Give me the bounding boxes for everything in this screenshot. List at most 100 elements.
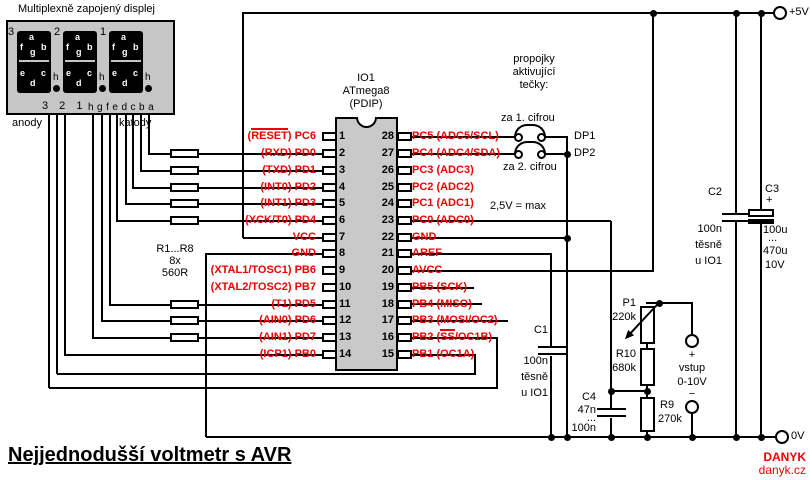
ic-pin-number-right: 18 [381, 298, 394, 310]
jumper2-label: za 2. cifrou [503, 161, 557, 173]
wire-segment [538, 353, 566, 355]
wire-segment [722, 213, 750, 215]
decimal-point-dot [53, 85, 60, 92]
ic-pin-label-right-20: AVCC [412, 264, 443, 276]
ic-pin-box-right-19 [397, 283, 412, 292]
wire-segment [56, 115, 58, 374]
trimmer-p1-name: P1 [622, 297, 636, 309]
ic-pin-box-right-20 [397, 266, 412, 275]
ic-pin-number-right: 15 [381, 348, 394, 360]
trimmer-p1-value: 220k [612, 311, 636, 323]
anode-label: anody [12, 117, 42, 129]
segment-label-d: d [122, 78, 128, 88]
segment-label-c: c [133, 68, 139, 78]
decimal-point-label: h [145, 72, 151, 83]
wire-segment [652, 12, 654, 272]
segment-label-b: b [87, 42, 93, 52]
ic-pin-label-right-16-over: SS [440, 329, 455, 343]
jumper-heading-2: aktivující [512, 66, 556, 78]
cap-c1-note-1: těsně [521, 371, 548, 383]
ic-pin-label-left-1-pre: ( [247, 130, 252, 142]
ic-pin-label-left-3: (TXD) PD1 [262, 164, 316, 176]
ic-pin-label-right-27: PC4 (ADC4/SDA) [412, 147, 501, 159]
jumper-heading-3: tečky: [519, 79, 549, 91]
ic-pin-label-right-24: PC1 (ADC1) [412, 197, 474, 209]
cap-c3-plate-positive [748, 209, 774, 217]
resistor-r4 [170, 199, 199, 208]
wire-segment [65, 354, 323, 356]
input-plus-sign: + [688, 349, 696, 361]
ic-pin-label-left-10: (XTAL2/TOSC2) PB7 [210, 281, 316, 293]
ic-pin-number-left: 5 [339, 197, 346, 209]
junction-dot [733, 434, 740, 441]
wire-segment [610, 418, 612, 437]
wire-segment [760, 12, 762, 210]
ic-pin-number-left: 1 [339, 130, 346, 142]
ic-pin-label-left-1-post: ) PC6 [287, 130, 316, 142]
junction-dot [644, 388, 651, 395]
wire-segment [116, 220, 170, 222]
cap-c4-name: C4 [581, 391, 596, 403]
wire-segment [410, 354, 476, 356]
ic-pin-number-right: 22 [381, 231, 394, 243]
junction-dot [758, 434, 765, 441]
ic-pin-box-left-1 [322, 132, 337, 141]
segment-label-b: b [41, 42, 47, 52]
wire-segment [566, 136, 568, 438]
seven-segment-digit [63, 31, 97, 93]
segment-label-d: d [76, 78, 82, 88]
input-minus-sign: − [688, 388, 696, 400]
ic-pin-label-right-18: PB4 (MISO) [412, 298, 472, 310]
ic-pin-label-right-16: PB2 (SS/OC1B) [412, 329, 572, 345]
junction-dot [608, 434, 615, 441]
page-title: Nejjednodušší voltmetr s AVR [8, 444, 292, 466]
ic-pin-number-left: 6 [339, 214, 346, 226]
ic-pin-number-left: 2 [339, 147, 346, 159]
junction-dot [656, 300, 663, 307]
wire-segment [410, 303, 482, 305]
ic-pin-number-right: 21 [381, 247, 394, 259]
ic-pin-label-left-9: (XTAL1/TOSC1) PB6 [210, 264, 316, 276]
wire-segment [109, 115, 111, 306]
ic-pin-box-left-6 [322, 216, 337, 225]
wire-segment [735, 222, 737, 437]
wire-segment [691, 414, 693, 437]
ic-pin-number-left: 9 [339, 264, 346, 276]
cap-c1-name: C1 [533, 324, 548, 336]
wire-segment [92, 337, 170, 339]
ic-pin-box-left-8 [322, 249, 337, 258]
cap-c3-name: C3 [765, 183, 780, 195]
resistor-r7 [170, 316, 199, 325]
ic-pin-box-left-11 [322, 300, 337, 309]
segment-label-f: f [20, 42, 23, 52]
cap-c4-value-min: 47n [577, 404, 596, 416]
display-digit-number: 3 [8, 26, 15, 38]
ic-pin-box-left-5 [322, 199, 337, 208]
ic-pin-number-left: 7 [339, 231, 346, 243]
wire-segment [410, 220, 611, 222]
wire-segment [597, 408, 626, 410]
wire-segment [538, 346, 566, 348]
cap-c1-value: 100n [523, 355, 548, 367]
cap-c2-value: 100n [697, 223, 722, 235]
ic-pin-box-right-17 [397, 316, 412, 325]
wire-segment [140, 170, 170, 172]
wire-segment [198, 220, 323, 222]
segment-label-c: c [87, 68, 93, 78]
wire-segment [206, 253, 323, 255]
ic-pin-number-left: 12 [339, 314, 352, 326]
dp2-label: DP2 [574, 147, 596, 159]
ic-pin-label-right-26: PC3 (ADC3) [412, 164, 474, 176]
segment-label-e: e [112, 68, 118, 78]
cap-c4-ellipsis: ... [586, 412, 596, 424]
cap-c3-voltage: 10V [765, 259, 785, 271]
junction-dot [548, 434, 555, 441]
resistor-r10-value: 680k [612, 362, 636, 374]
wire-segment [198, 187, 323, 189]
segment-label-g: g [76, 47, 82, 57]
input-range-label: 0-10V [677, 376, 707, 388]
wire-segment [646, 344, 648, 349]
ic-pin-number-right: 27 [381, 147, 394, 159]
resistor-r3 [170, 183, 199, 192]
ic-pin-box-right-27 [397, 149, 412, 158]
